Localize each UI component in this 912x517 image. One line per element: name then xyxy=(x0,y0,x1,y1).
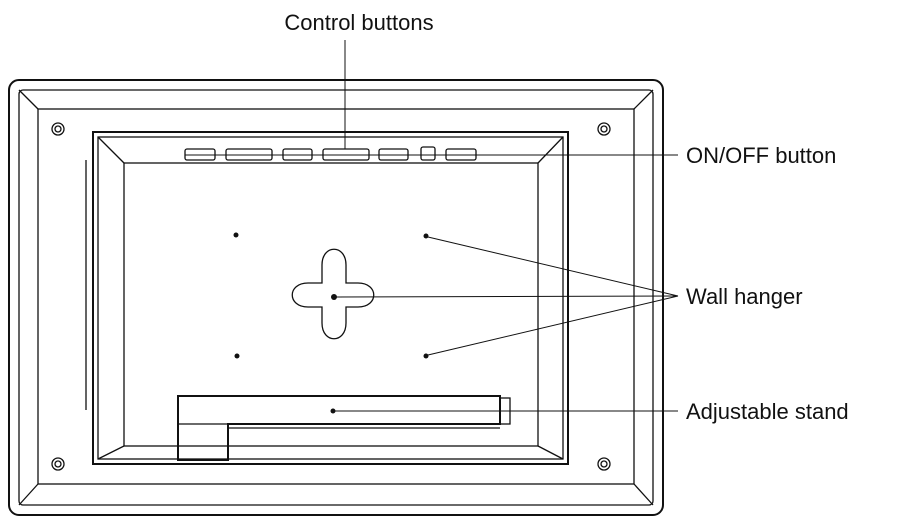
hanger-center-dot xyxy=(331,294,337,300)
panel-bevel-tr xyxy=(537,136,564,164)
bevel-line-tl xyxy=(18,89,39,110)
bevel-line-br xyxy=(633,483,654,506)
frame-inner-edge xyxy=(18,89,654,506)
label-on-off-button: ON/OFF button xyxy=(686,143,836,168)
stand-dot xyxy=(330,408,336,414)
panel-bevel-br xyxy=(537,445,564,460)
label-adjustable-stand: Adjustable stand xyxy=(686,399,849,424)
control-button-small xyxy=(420,146,436,161)
label-wall-hanger: Wall hanger xyxy=(686,284,803,309)
mount-hole-tr xyxy=(423,233,429,239)
back-panel-recess xyxy=(123,162,539,447)
frame-outer-edge xyxy=(8,79,664,516)
mount-hole-tl xyxy=(233,232,239,238)
wall-hanger-slot xyxy=(291,248,375,340)
panel-bevel-tl xyxy=(97,136,125,164)
screw-icon xyxy=(597,122,611,136)
hanger-cross-outline xyxy=(291,248,375,340)
corner-screws xyxy=(51,122,611,471)
leader-wall-hanger-mid xyxy=(335,295,679,298)
screw-icon xyxy=(597,457,611,471)
screw-icon xyxy=(51,122,65,136)
mount-hole-br xyxy=(423,353,429,359)
back-panel-inner xyxy=(97,136,564,460)
leader-lines xyxy=(335,40,679,412)
panel-bevel-bl xyxy=(97,445,125,460)
control-buttons-row xyxy=(184,146,477,161)
screw-icon xyxy=(51,457,65,471)
adjustable-stand xyxy=(177,395,511,461)
mount-hole-bl xyxy=(234,353,240,359)
leader-wall-hanger-top xyxy=(427,236,679,297)
back-panel-outer xyxy=(92,131,569,465)
leader-wall-hanger-bottom xyxy=(427,295,679,356)
mounting-holes xyxy=(233,232,429,359)
bevel-line-tr xyxy=(633,89,654,110)
back-panel xyxy=(85,131,569,465)
label-control-buttons: Control buttons xyxy=(284,10,433,35)
bevel-line-bl xyxy=(18,483,39,506)
